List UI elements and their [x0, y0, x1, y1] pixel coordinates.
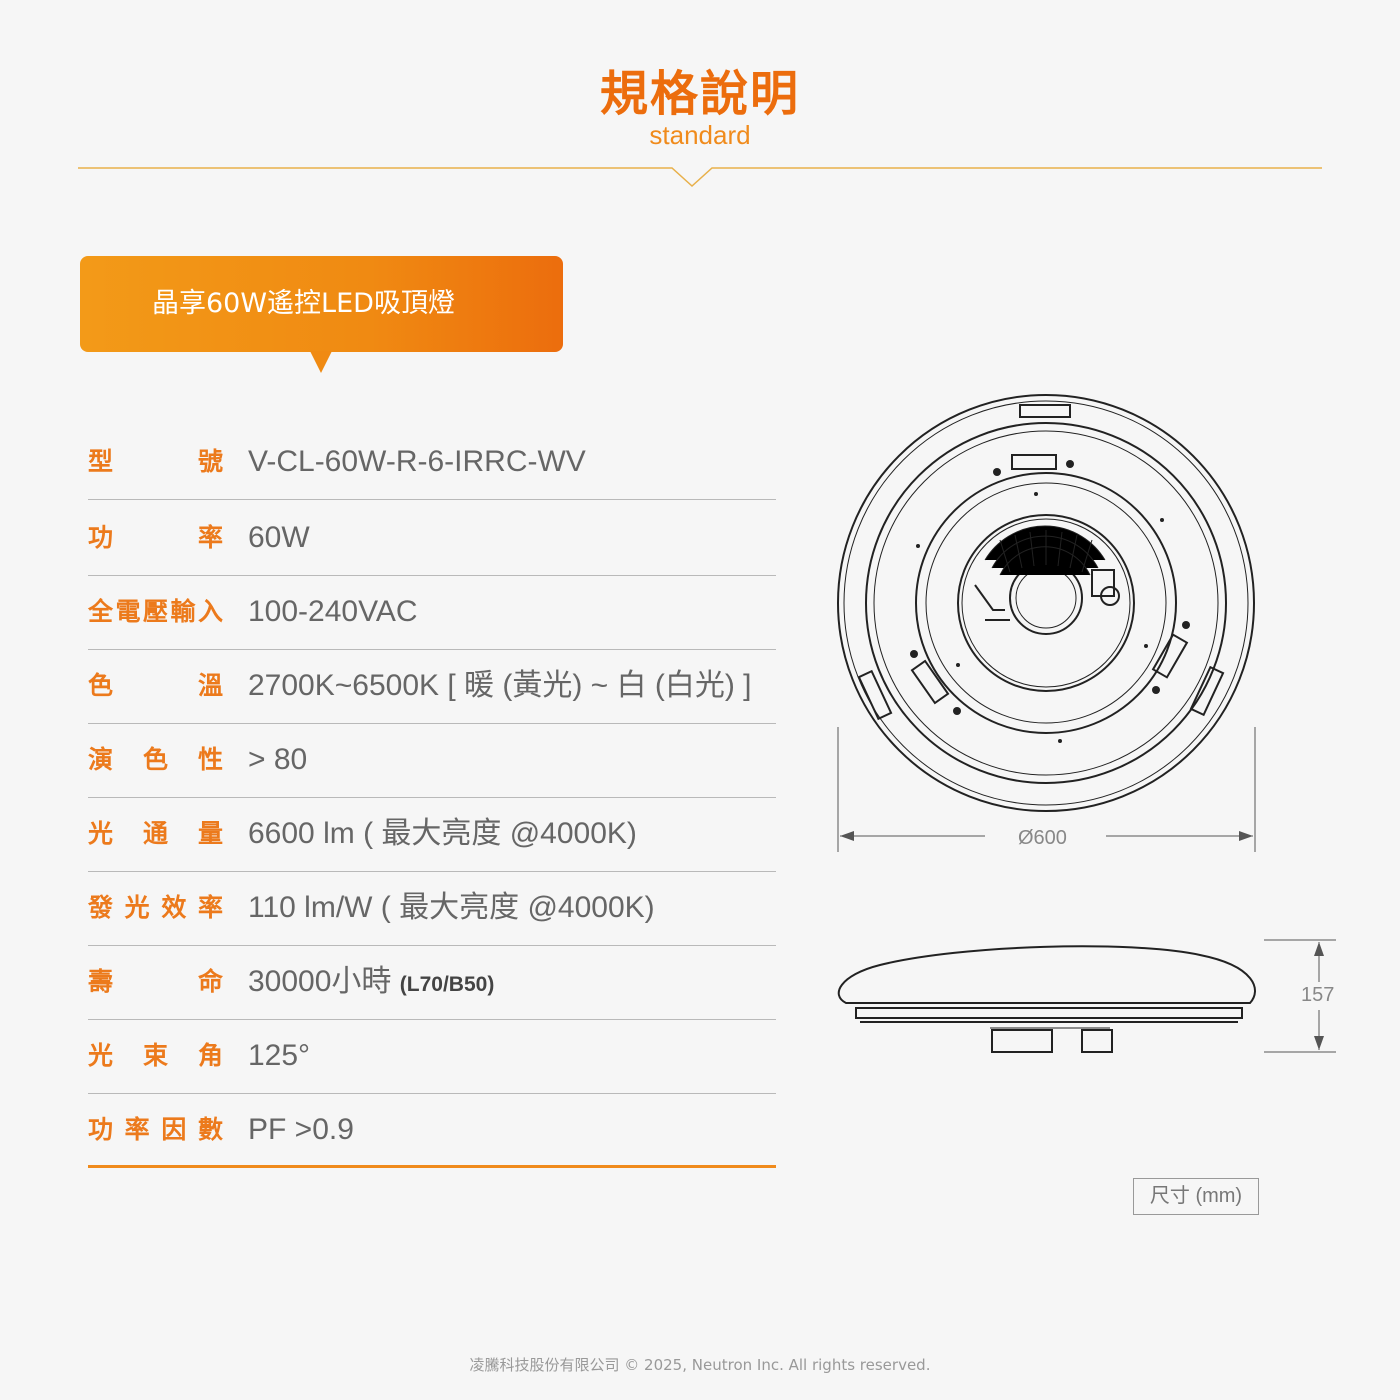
banner-pointer — [310, 351, 332, 373]
header-divider — [78, 167, 1322, 188]
spec-label-char: 功 — [88, 1115, 114, 1144]
unit-label: 尺寸 (mm) — [1133, 1178, 1259, 1215]
spec-label: 光束角 — [88, 1020, 223, 1092]
spec-row: 發光效率 110 lm/W ( 最大亮度 @4000K) — [88, 872, 776, 946]
spec-row: 演色性 > 80 — [88, 724, 776, 798]
spec-label-char: 色 — [142, 745, 168, 774]
spec-value-text: 125° — [248, 1039, 311, 1072]
spec-value: 2700K~6500K [ 暖 (黃光) ~ 白 (白光) ] — [248, 650, 752, 722]
spec-label: 壽命 — [88, 946, 223, 1018]
spec-label-char: 光 — [88, 1041, 114, 1070]
spec-label-char: 全 — [88, 597, 114, 626]
spec-label-char: 束 — [142, 1041, 168, 1070]
spec-value: 60W — [248, 502, 310, 574]
spec-row: 光通量 6600 lm ( 最大亮度 @4000K) — [88, 798, 776, 872]
spec-label: 光通量 — [88, 798, 223, 870]
spec-label-char: 效 — [161, 893, 187, 922]
spec-value-text: 100-240VAC — [248, 595, 418, 628]
spec-label-char: 光 — [124, 893, 150, 922]
spec-label-char: 率 — [124, 1115, 150, 1144]
spec-value: 100-240VAC — [248, 576, 418, 648]
spec-label: 發光效率 — [88, 872, 223, 944]
spec-label-char: 數 — [197, 1115, 223, 1144]
spec-label-char: 壽 — [88, 967, 114, 996]
spec-label-char: 命 — [197, 967, 223, 996]
spec-label-char: 通 — [142, 819, 168, 848]
spec-label-char: 發 — [88, 893, 114, 922]
spec-row: 功率因數 PF >0.9 — [88, 1094, 776, 1168]
spec-label: 演色性 — [88, 724, 223, 796]
page-title: 規格說明 — [599, 66, 800, 122]
spec-label-char: 輸 — [170, 597, 196, 626]
spec-label-char: 入 — [197, 597, 223, 626]
spec-label-char: 功 — [88, 523, 114, 552]
side-view-drawing — [837, 939, 1336, 1053]
spec-value: PF >0.9 — [248, 1094, 354, 1166]
spec-label-char: 率 — [197, 893, 223, 922]
spec-label-char: 率 — [197, 523, 223, 552]
spec-value: > 80 — [248, 724, 307, 796]
spec-label-char: 角 — [197, 1041, 223, 1070]
spec-label-char: 光 — [88, 819, 114, 848]
diameter-label: Ø600 — [1018, 827, 1067, 849]
spec-label: 功率因數 — [88, 1094, 223, 1166]
spec-row: 光束角 125° — [88, 1020, 776, 1094]
spec-row: 全電壓輸入 100-240VAC — [88, 576, 776, 650]
spec-label-char: 色 — [88, 671, 114, 700]
product-name: 晶享60W遙控LED吸頂燈 — [152, 288, 455, 319]
spec-label-char: 性 — [197, 745, 223, 774]
spec-label-char: 電 — [115, 597, 141, 626]
spec-value: 125° — [248, 1020, 310, 1092]
spec-label: 全電壓輸入 — [88, 576, 223, 648]
footer-copyright: 凌騰科技股份有限公司 © 2025, Neutron Inc. All righ… — [469, 1356, 931, 1374]
spec-label-char: 演 — [88, 745, 114, 774]
spec-label: 色溫 — [88, 650, 223, 722]
spec-value-text: 30000小時 — [248, 965, 392, 998]
spec-label-char: 量 — [197, 819, 223, 848]
spec-value-note: (L70/B50) — [399, 973, 495, 996]
spec-label-char: 溫 — [197, 671, 223, 700]
spec-value-text: > 80 — [248, 743, 308, 776]
spec-label-char: 型 — [88, 447, 114, 476]
spec-value-text: 110 lm/W ( 最大亮度 @4000K) — [248, 891, 655, 924]
spec-value-text: PF >0.9 — [248, 1113, 354, 1146]
page-subtitle: standard — [649, 120, 751, 150]
spec-value-text: V-CL-60W-R-6-IRRC-WV — [248, 445, 586, 478]
spec-value: V-CL-60W-R-6-IRRC-WV — [248, 426, 586, 498]
spec-label: 功率 — [88, 502, 223, 574]
spec-value: 30000小時 (L70/B50) — [248, 946, 494, 1021]
spec-value-text: 6600 lm ( 最大亮度 @4000K) — [248, 817, 637, 850]
spec-label-char: 因 — [161, 1115, 187, 1144]
top-view-drawing — [837, 394, 1256, 852]
spec-value: 110 lm/W ( 最大亮度 @4000K) — [248, 872, 655, 944]
spec-value-text: 2700K~6500K [ 暖 (黃光) ~ 白 (白光) ] — [248, 669, 752, 702]
spec-label-char: 號 — [197, 447, 223, 476]
product-name-banner: 晶享60W遙控LED吸頂燈 — [80, 256, 563, 352]
spec-label-char: 壓 — [142, 597, 168, 626]
height-label: 157 — [1301, 984, 1335, 1006]
spec-label: 型號 — [88, 426, 223, 498]
spec-value: 6600 lm ( 最大亮度 @4000K) — [248, 798, 637, 870]
spec-value-text: 60W — [248, 521, 310, 554]
